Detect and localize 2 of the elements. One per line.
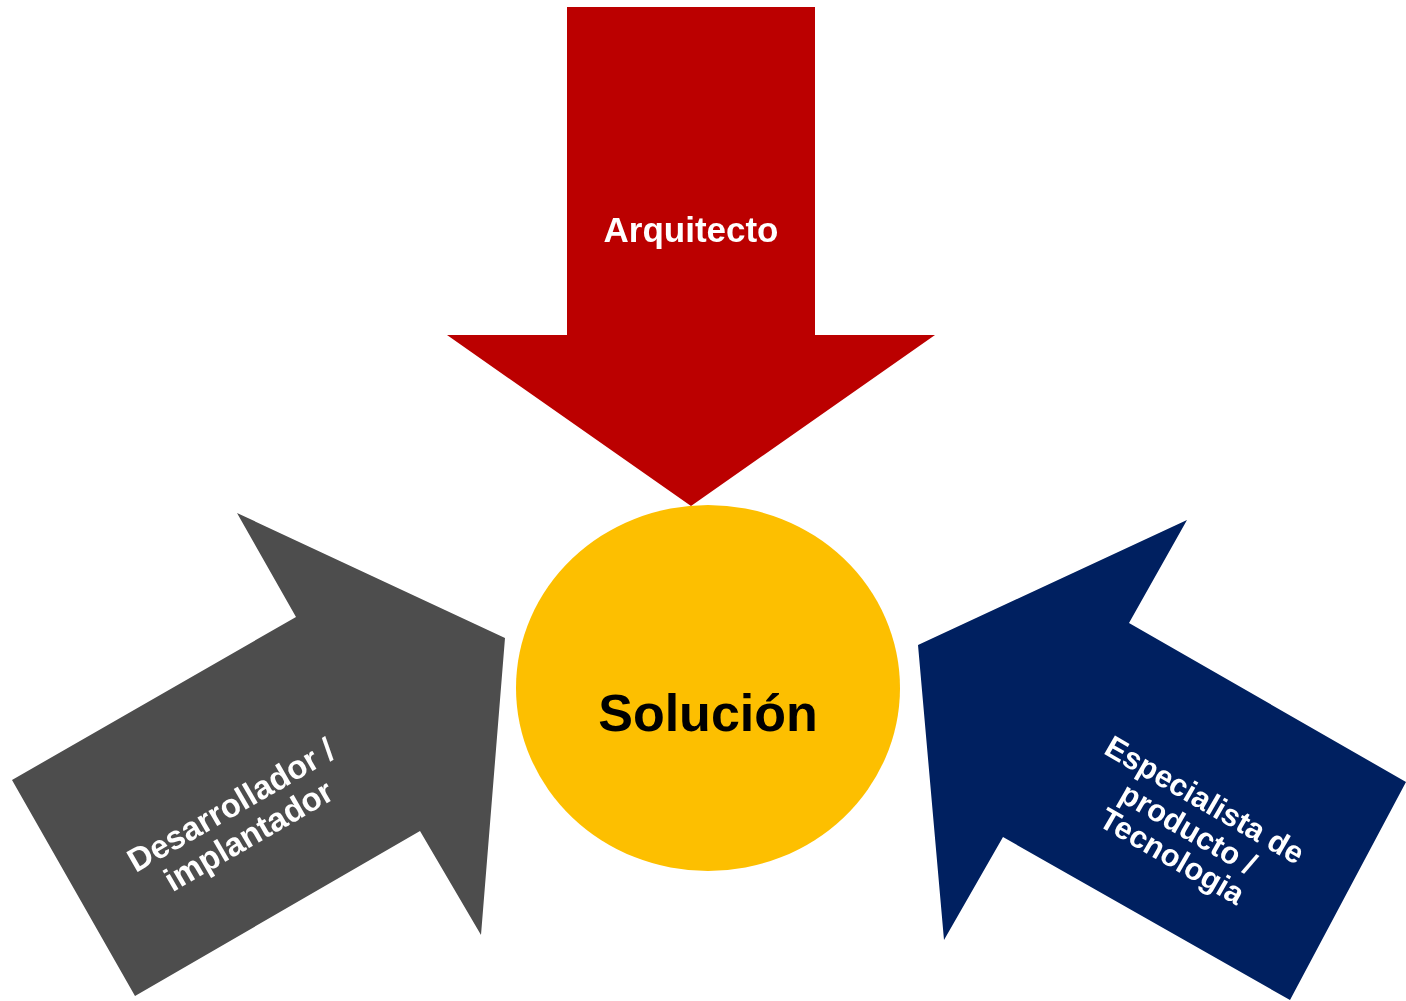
arrow-label: Arquitecto xyxy=(602,212,780,249)
center-label: Solución xyxy=(597,686,819,741)
